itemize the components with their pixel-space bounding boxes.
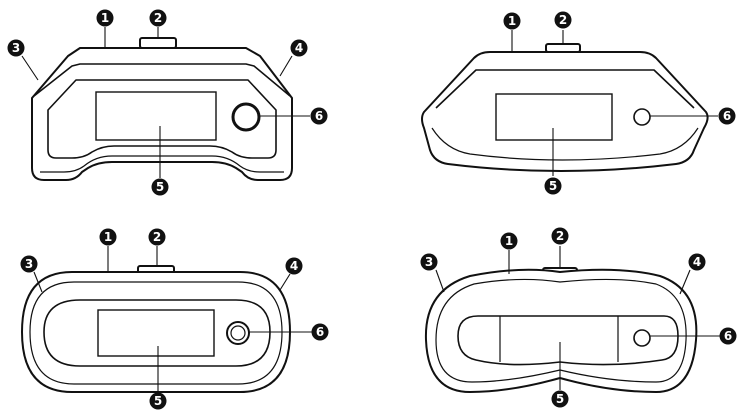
device-d-marker-3: 3 xyxy=(420,253,438,271)
device-c-marker-6: 6 xyxy=(311,323,329,341)
svg-text:6: 6 xyxy=(316,325,324,339)
device-c-marker-2: 2 xyxy=(148,228,166,246)
device-c-bezel xyxy=(43,299,271,367)
svg-text:4: 4 xyxy=(290,259,298,273)
device-d-marker-5: 5 xyxy=(551,390,569,408)
device-a-lower-rim xyxy=(40,155,284,173)
device-d-rim xyxy=(435,278,687,383)
svg-text:2: 2 xyxy=(556,229,564,243)
device-c-marker-3: 3 xyxy=(20,255,38,273)
svg-text:4: 4 xyxy=(693,255,701,269)
device-b-lower-rim xyxy=(431,127,699,161)
svg-text:2: 2 xyxy=(154,11,162,25)
device-d-round-button xyxy=(633,329,651,347)
device-b-screen xyxy=(495,93,613,141)
device-a-marker-3: 3 xyxy=(7,39,25,57)
svg-text:2: 2 xyxy=(153,230,161,244)
svg-text:2: 2 xyxy=(559,13,567,27)
svg-text:6: 6 xyxy=(723,109,731,123)
device-c-marker-5: 5 xyxy=(149,392,167,410)
device-d-marker-2: 2 xyxy=(551,227,569,245)
device-a-top-button xyxy=(139,37,177,49)
device-d-marker-6: 6 xyxy=(719,327,737,345)
device-b-marker-1: 1 xyxy=(503,12,521,30)
device-b-marker-2: 2 xyxy=(554,11,572,29)
device-b: 1 2 5 6 xyxy=(421,11,736,195)
device-b-marker-5: 5 xyxy=(544,177,562,195)
svg-text:6: 6 xyxy=(315,109,323,123)
device-c-round-button-inner xyxy=(230,325,246,341)
svg-text:5: 5 xyxy=(549,179,557,193)
device-b-marker-6: 6 xyxy=(718,107,736,125)
svg-text:5: 5 xyxy=(154,394,162,408)
svg-text:3: 3 xyxy=(425,255,433,269)
device-a-marker-2: 2 xyxy=(149,9,167,27)
device-d: 1 2 3 4 5 6 xyxy=(420,227,737,408)
device-d-marker-4: 4 xyxy=(688,253,706,271)
device-a-top-band xyxy=(33,63,291,97)
svg-text:5: 5 xyxy=(156,180,164,194)
svg-text:5: 5 xyxy=(556,392,564,406)
device-c-screen xyxy=(97,309,215,357)
device-d-marker-1: 1 xyxy=(500,232,518,250)
device-a-marker-5: 5 xyxy=(151,178,169,196)
svg-text:1: 1 xyxy=(508,14,516,28)
device-d-body xyxy=(424,268,698,393)
device-c: 1 2 3 4 5 6 xyxy=(20,228,329,410)
device-a-round-button xyxy=(231,102,261,132)
svg-text:4: 4 xyxy=(295,41,303,55)
device-a-marker-1: 1 xyxy=(96,9,114,27)
device-c-rim xyxy=(29,281,283,385)
device-a-marker-6: 6 xyxy=(310,107,328,125)
device-b-round-button xyxy=(633,108,651,126)
device-c-marker-1: 1 xyxy=(99,228,117,246)
svg-text:3: 3 xyxy=(12,41,20,55)
device-b-band xyxy=(435,69,695,109)
svg-text:3: 3 xyxy=(25,257,33,271)
svg-text:1: 1 xyxy=(101,11,109,25)
device-a-screen xyxy=(95,91,217,141)
device-a-marker-4: 4 xyxy=(290,39,308,57)
svg-text:6: 6 xyxy=(724,329,732,343)
svg-text:1: 1 xyxy=(104,230,112,244)
device-c-marker-4: 4 xyxy=(285,257,303,275)
device-a: 1 2 3 4 5 6 xyxy=(7,9,328,196)
device-a-bezel xyxy=(47,79,277,159)
device-b-top-button xyxy=(545,43,581,53)
svg-text:1: 1 xyxy=(505,234,513,248)
device-c-round-button xyxy=(226,321,250,345)
